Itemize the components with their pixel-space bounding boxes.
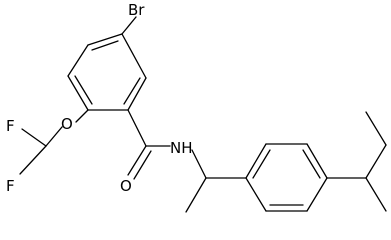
bond-ring1-c3-c4 <box>67 75 89 111</box>
phenyl-ring <box>245 143 328 212</box>
atom-label-f-top: F <box>6 117 15 135</box>
bond-ch-methyl <box>185 177 207 213</box>
bond-o-chf2 <box>45 126 63 147</box>
bond-ring1-carbonyl <box>127 109 147 147</box>
bond-n-ch <box>191 149 207 179</box>
atom-label-br: Br <box>128 1 145 19</box>
bond-ring2-c1-c2 <box>245 177 267 212</box>
atom-label-o-ether: O <box>61 115 73 133</box>
bond-ring1-inner-top <box>91 40 119 51</box>
structure-canvas: Br O F F O NH <box>6 1 387 213</box>
bond-ring2-inner-right <box>302 149 321 179</box>
atom-label-nh: NH <box>170 139 193 157</box>
bond-c-o-ether <box>75 109 89 123</box>
bond-ring2-c4-c5 <box>306 143 328 179</box>
bond-ring1-c1-c2 <box>87 33 123 46</box>
bond-ring2-c6-c1 <box>245 143 267 179</box>
bond-butyl-methyl <box>365 177 387 212</box>
bond-butyl-ethyl-2 <box>365 111 387 146</box>
bond-ring1-c6-c1 <box>121 33 147 79</box>
molecule-structure: Br O F F O NH <box>6 1 387 213</box>
bond-ring1-inner-left <box>74 75 93 105</box>
bond-ring1-c5-c6 <box>127 77 147 111</box>
bond-chf2-f-bottom <box>19 145 47 175</box>
bond-c-br <box>121 16 137 35</box>
bromobenzene-ring <box>67 33 147 111</box>
bond-co-double-b <box>133 150 152 180</box>
bond-ring2-inner-left <box>252 149 271 179</box>
bond-ring2-c3-c4 <box>306 177 328 212</box>
bond-chf2-f-top <box>21 128 47 147</box>
bond-ring1-inner-right <box>123 77 141 105</box>
atom-label-o-carbonyl: O <box>120 177 132 195</box>
bond-co-double-a <box>127 145 147 176</box>
bond-butyl-ethyl-1 <box>365 144 387 179</box>
bond-ring1-c2-c3 <box>67 44 89 77</box>
atom-label-f-bottom: F <box>6 177 15 195</box>
